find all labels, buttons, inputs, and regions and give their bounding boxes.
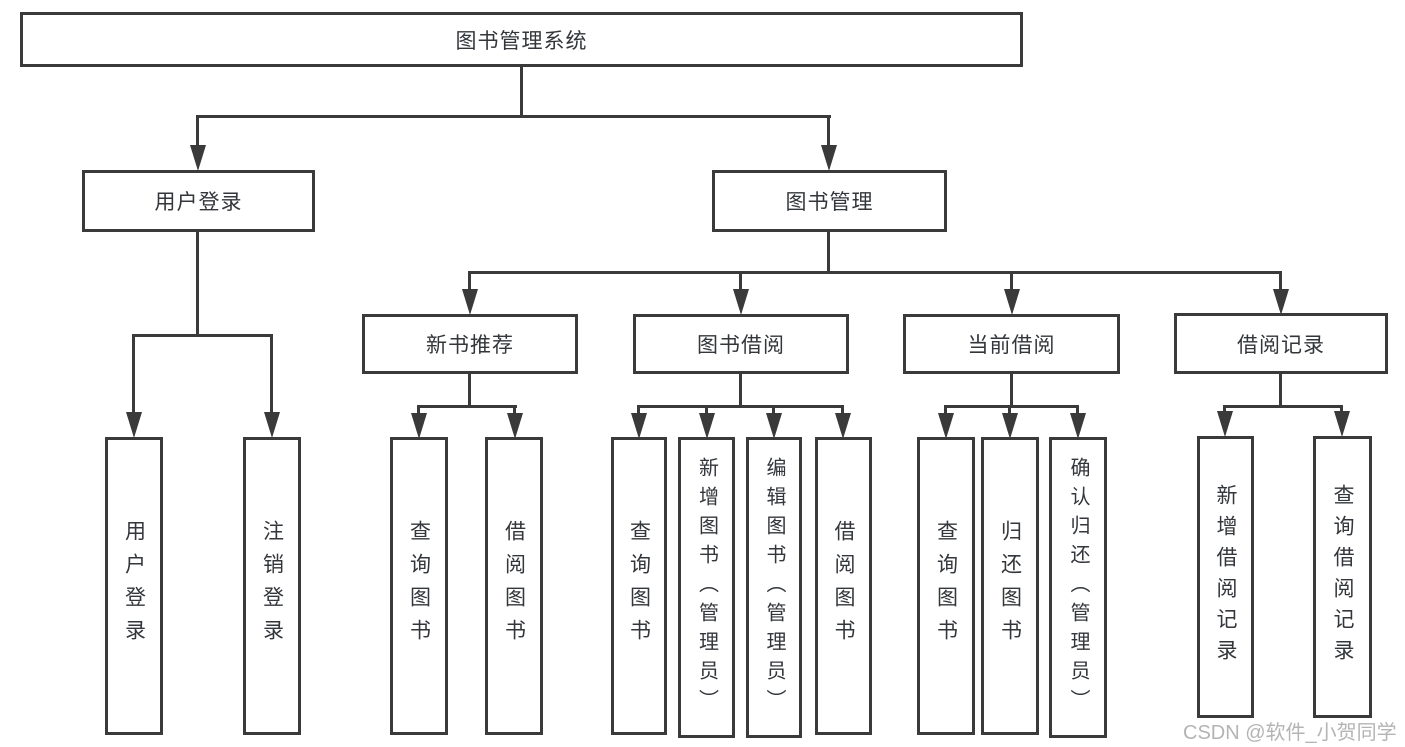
connector-current-stem — [1010, 373, 1013, 408]
leaf-records-query-record-label: 查询借阅记录 — [1331, 484, 1354, 670]
connector-borrow-drop-4 — [841, 405, 844, 415]
leaf-borrow-edit-books-admin-label: 编辑图书（管理员） — [763, 457, 785, 718]
connector-recommend-drop-2 — [513, 405, 516, 415]
arrow-down-icon — [1070, 413, 1086, 439]
leaf-borrow-query-books: 查询图书 — [611, 437, 667, 735]
arrow-down-icon — [126, 412, 142, 438]
connector-mgmt-stem — [827, 231, 830, 274]
leaf-logout: 注销登录 — [243, 437, 301, 735]
node-book-borrow: 图书借阅 — [633, 314, 849, 374]
arrow-down-icon — [1334, 411, 1350, 437]
arrow-down-icon — [766, 413, 782, 439]
leaf-user-login: 用户登录 — [105, 437, 163, 735]
arrow-down-icon — [462, 289, 478, 315]
connector-records-bar — [1223, 405, 1342, 408]
connector-root-bar — [196, 115, 831, 118]
connector-current-bar — [944, 405, 1079, 408]
leaf-current-query-books: 查询图书 — [917, 437, 975, 735]
node-new-book-recommend-label: 新书推荐 — [426, 334, 514, 357]
arrow-down-icon — [1273, 289, 1289, 315]
connector-borrow-drop-1 — [637, 405, 640, 415]
arrow-down-icon — [835, 413, 851, 439]
connector-login-bar — [132, 334, 273, 337]
leaf-borrow-query-books-label: 查询图书 — [627, 520, 651, 652]
connector-current-drop-1 — [944, 405, 947, 415]
connector-borrow-drop-3 — [772, 405, 775, 415]
leaf-records-query-record: 查询借阅记录 — [1313, 436, 1372, 718]
arrow-down-icon — [1217, 411, 1233, 437]
leaf-current-query-books-label: 查询图书 — [934, 520, 958, 652]
node-library-system-label: 图书管理系统 — [455, 29, 588, 53]
node-borrow-records: 借阅记录 — [1174, 313, 1388, 374]
connector-current-drop-2 — [1008, 405, 1011, 415]
node-book-management: 图书管理 — [712, 170, 947, 232]
connector-mgmt-drop-2 — [739, 271, 742, 291]
leaf-current-return-books: 归还图书 — [981, 437, 1039, 735]
arrow-down-icon — [699, 413, 715, 439]
connector-login-drop-2 — [270, 334, 273, 414]
connector-current-drop-3 — [1076, 405, 1079, 415]
leaf-borrow-borrow-books: 借阅图书 — [815, 437, 872, 735]
connector-recommend-stem — [468, 373, 471, 408]
connector-records-stem — [1279, 373, 1282, 408]
node-new-book-recommend: 新书推荐 — [362, 314, 578, 374]
connector-records-drop-1 — [1223, 405, 1226, 413]
leaf-borrow-borrow-books-label: 借阅图书 — [832, 520, 855, 652]
leaf-recommend-query-books: 查询图书 — [390, 437, 448, 735]
leaf-current-confirm-return-admin-label: 确认归还（管理员） — [1067, 457, 1089, 718]
leaf-logout-label: 注销登录 — [260, 520, 284, 652]
node-current-borrow-label: 当前借阅 — [967, 334, 1056, 357]
leaf-borrow-add-books-admin: 新增图书（管理员） — [678, 437, 735, 738]
arrow-down-icon — [733, 289, 749, 315]
leaf-borrow-edit-books-admin: 编辑图书（管理员） — [746, 437, 802, 738]
arrow-down-icon — [631, 413, 647, 439]
leaf-recommend-query-books-label: 查询图书 — [407, 520, 431, 652]
connector-root-drop-left — [196, 115, 199, 147]
csdn-watermark: CSDN @软件_小贺同学 — [1183, 722, 1397, 744]
node-book-management-label: 图书管理 — [785, 191, 874, 214]
connector-records-drop-2 — [1340, 405, 1343, 413]
connector-login-stem — [196, 231, 199, 337]
arrow-down-icon — [507, 413, 523, 439]
connector-mgmt-bar — [468, 271, 1282, 274]
connector-recommend-bar — [417, 405, 517, 408]
arrow-down-icon — [1004, 289, 1020, 315]
leaf-recommend-borrow-books-label: 借阅图书 — [502, 520, 526, 652]
leaf-current-confirm-return-admin: 确认归还（管理员） — [1049, 437, 1107, 738]
connector-borrow-drop-2 — [705, 405, 708, 415]
leaf-records-add-record-label: 新增借阅记录 — [1214, 484, 1237, 670]
leaf-borrow-add-books-admin-label: 新增图书（管理员） — [695, 457, 718, 718]
connector-recommend-drop-1 — [417, 405, 420, 415]
arrow-down-icon — [938, 413, 954, 439]
leaf-current-return-books-label: 归还图书 — [998, 520, 1022, 652]
connector-mgmt-drop-3 — [1010, 271, 1013, 291]
leaf-user-login-label: 用户登录 — [122, 520, 146, 652]
node-borrow-records-label: 借阅记录 — [1237, 333, 1325, 357]
arrow-down-icon — [411, 413, 427, 439]
leaf-records-add-record: 新增借阅记录 — [1197, 436, 1254, 718]
connector-borrow-bar — [637, 405, 844, 408]
connector-borrow-stem — [739, 373, 742, 408]
node-book-borrow-label: 图书借阅 — [697, 334, 785, 357]
leaf-recommend-borrow-books: 借阅图书 — [485, 437, 543, 735]
arrow-down-icon — [190, 145, 206, 171]
arrow-down-icon — [821, 145, 837, 171]
connector-mgmt-drop-4 — [1279, 271, 1282, 291]
node-user-login-label: 用户登录 — [154, 191, 243, 214]
arrow-down-icon — [264, 412, 280, 438]
arrow-down-icon — [1002, 413, 1018, 439]
connector-login-drop-1 — [132, 334, 135, 414]
node-current-borrow: 当前借阅 — [903, 314, 1120, 374]
connector-root-drop-right — [827, 115, 830, 147]
connector-mgmt-drop-1 — [468, 271, 471, 291]
node-library-system: 图书管理系统 — [20, 12, 1023, 67]
connector-root-stem — [520, 65, 523, 118]
node-user-login: 用户登录 — [82, 170, 315, 232]
